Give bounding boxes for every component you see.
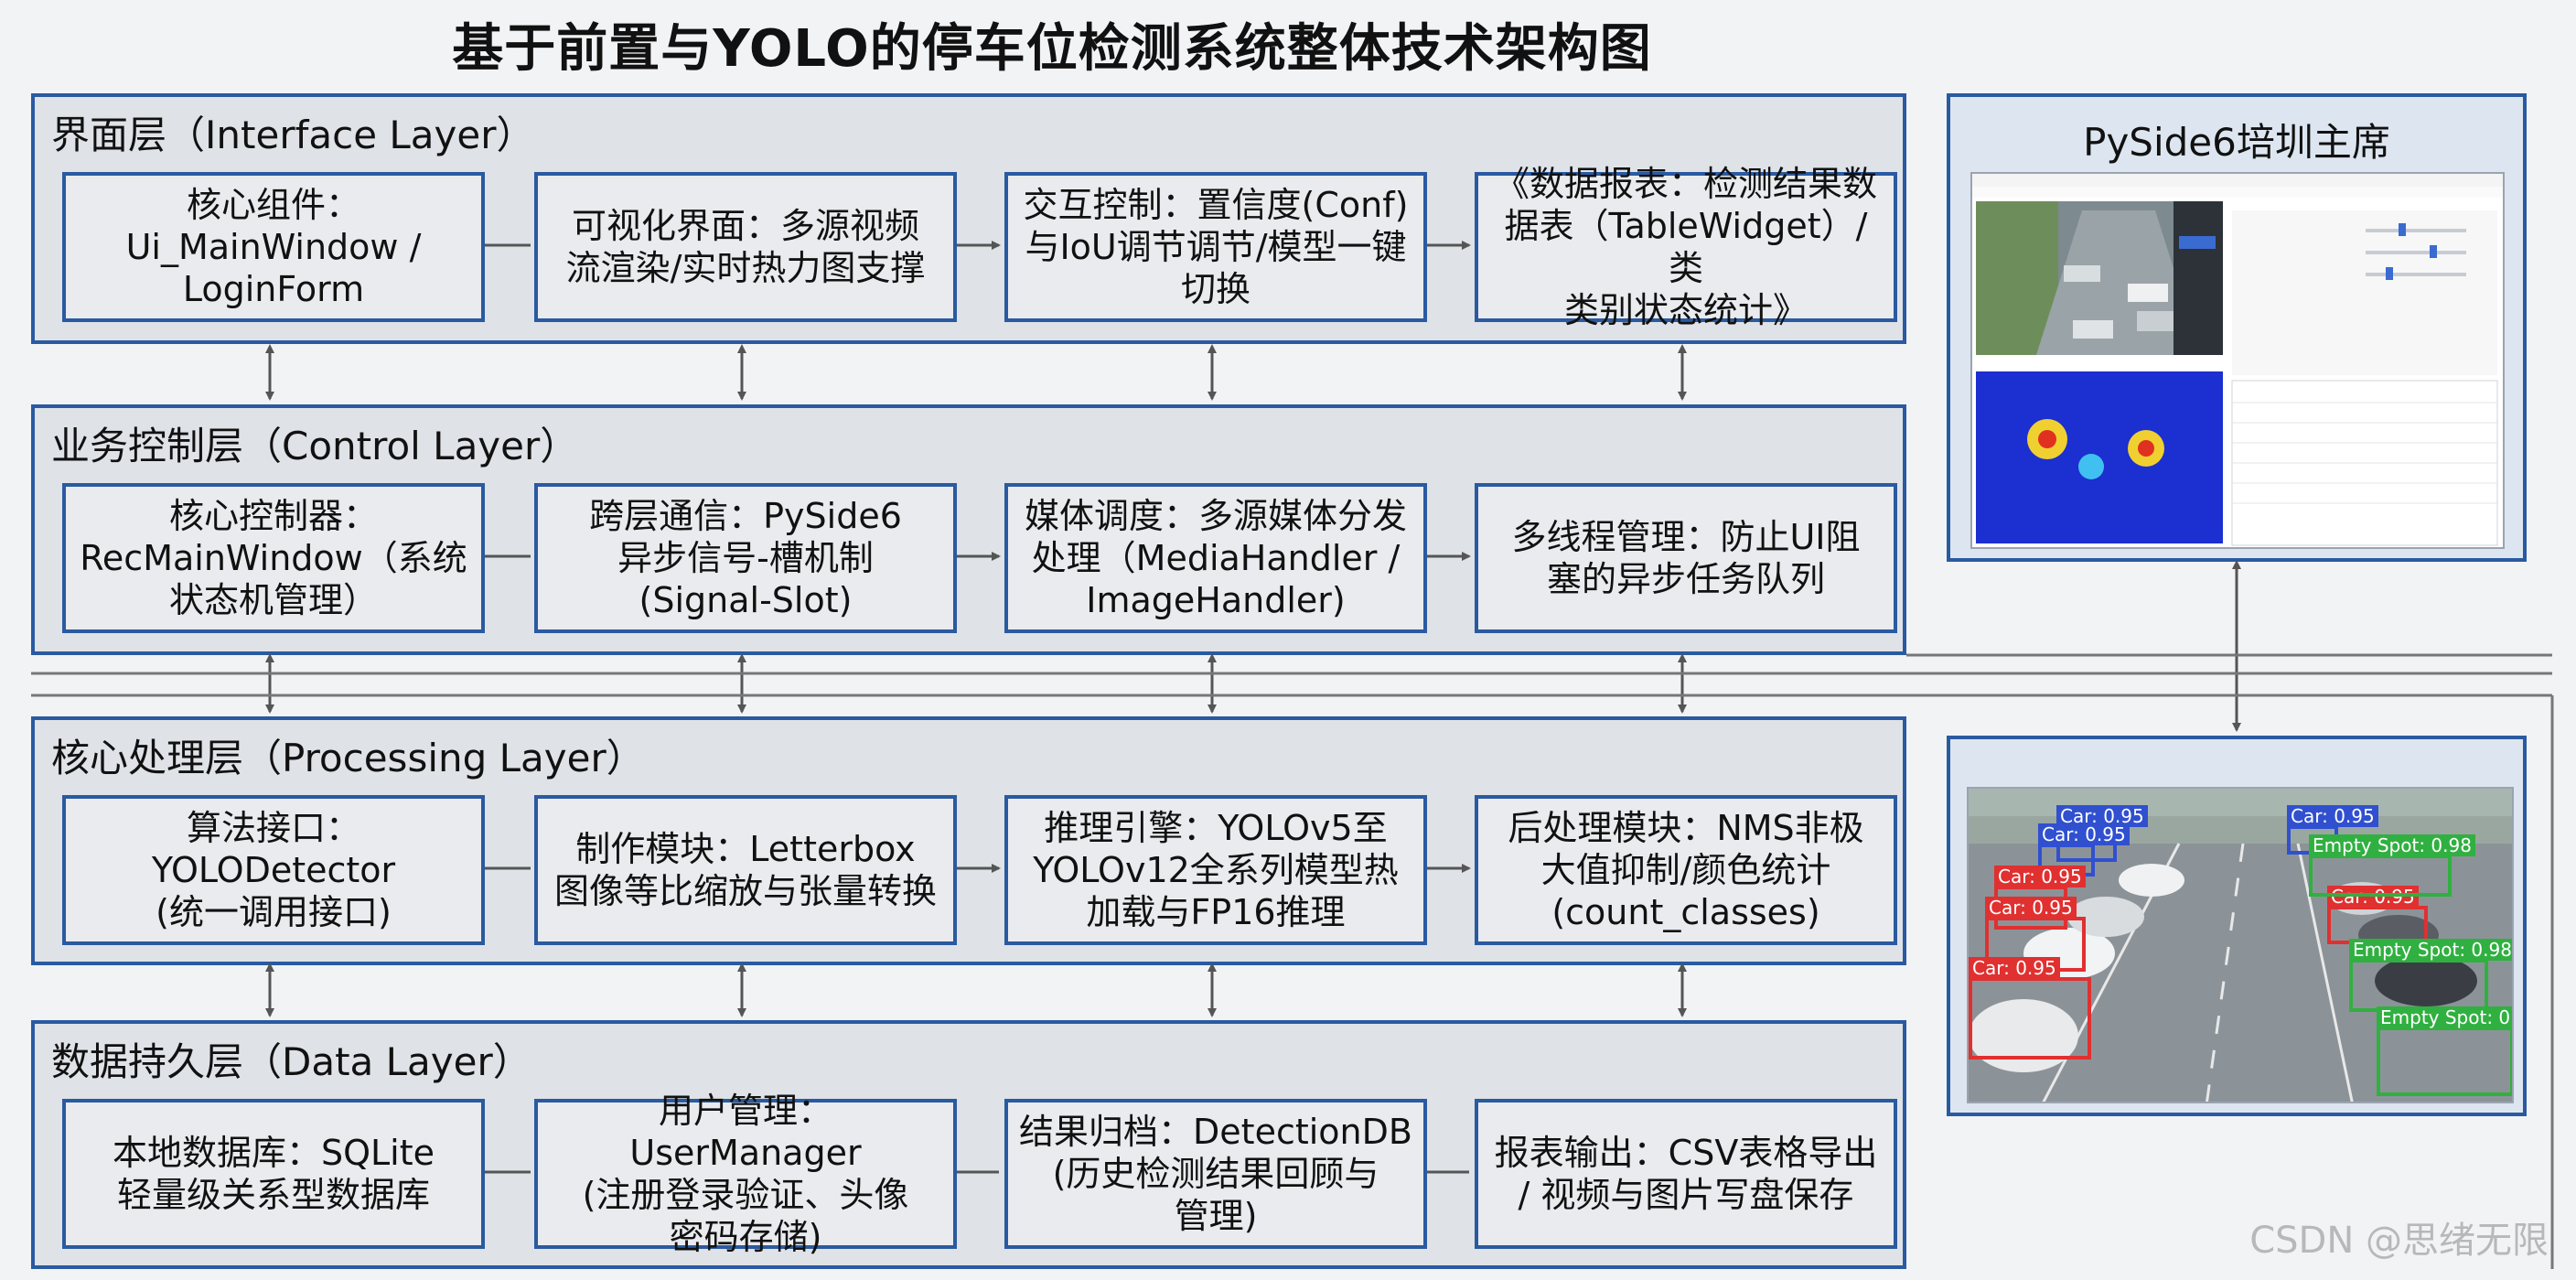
detection-box: Car: 0.95 <box>2327 886 2428 944</box>
app-screenshot-image <box>1972 174 2503 546</box>
arch-box: 媒体调度：多源媒体分发 处理（MediaHandler / ImageHandl… <box>1004 483 1427 633</box>
detection-image: Car: 0.95 Car: 0.95 Car: 0.95 Car: 0.95 … <box>1967 787 2514 1103</box>
interface-layer: 界面层（Interface Layer） 核心组件： Ui_MainWindow… <box>31 93 1906 344</box>
page-title: 基于前置与YOLO的停车位检测系统整体技术架构图 <box>452 19 1652 79</box>
layer-title: 核心处理层（Processing Layer） <box>51 736 645 780</box>
layer-title: 业务控制层（Control Layer） <box>51 424 579 468</box>
app-screenshot <box>1970 172 2505 549</box>
control-layer: 业务控制层（Control Layer） 核心控制器： RecMainWindo… <box>31 404 1906 655</box>
detection-box: Empty Spot: 0.98 <box>2349 939 2512 1012</box>
layer-title: 界面层（Interface Layer） <box>51 113 535 157</box>
arch-box: 后处理模块：NMS非极 大值抑制/颜色统计 (count_classes) <box>1475 795 1897 945</box>
arch-box: 本地数据库：SQLite 轻量级关系型数据库 <box>62 1099 485 1249</box>
processing-layer: 核心处理层（Processing Layer） 算法接口：YOLODetecto… <box>31 716 1906 965</box>
detection-box: Empty Spot: 0.98 <box>2377 1006 2512 1096</box>
detection-box: Empty Spot: 0.98 <box>2309 834 2475 897</box>
ui-preview-panel: PySide6培圳主席 <box>1947 93 2527 562</box>
arch-box: 报表输出：CSV表格导出 / 视频与图片写盘保存 <box>1475 1099 1897 1249</box>
arch-box: 用户管理：UserManager (注册登录验证、头像 密码存储) <box>534 1091 957 1257</box>
panel-title: PySide6培圳主席 <box>2083 120 2390 165</box>
arch-box: 算法接口：YOLODetector (统一调用接口) <box>62 795 485 945</box>
arch-box: 核心组件： Ui_MainWindow / LoginForm <box>62 172 485 322</box>
arch-box: 多线程管理：防止UI阻 塞的异步任务队列 <box>1475 483 1897 633</box>
watermark: CSDN @思绪无限 <box>2249 1220 2549 1262</box>
arch-box: 核心控制器： RecMainWindow（系统 状态机管理） <box>62 483 485 633</box>
arch-box: 推理引擎：YOLOv5至 YOLOv12全系列模型热 加载与FP16推理 <box>1004 795 1427 945</box>
detection-preview-panel: Car: 0.95 Car: 0.95 Car: 0.95 Car: 0.95 … <box>1947 736 2527 1116</box>
arch-box: 跨层通信：PySide6 异步信号-槽机制 (Signal-Slot) <box>534 483 957 633</box>
detection-box: Car: 0.95 <box>1969 957 2091 1059</box>
data-layer: 数据持久层（Data Layer） 本地数据库：SQLite 轻量级关系型数据库… <box>31 1020 1906 1269</box>
arch-box: 交互控制：置信度(Conf) 与IoU调节调节/模型一键 切换 <box>1004 172 1427 322</box>
arch-box: 制作模块：Letterbox 图像等比缩放与张量转换 <box>534 795 957 945</box>
layer-title: 数据持久层（Data Layer） <box>51 1039 531 1084</box>
arch-box: 可视化界面：多源视频 流渲染/实时热力图支撑 <box>534 172 957 322</box>
arch-box: 《数据报表：检测结果数 据表（TableWidget）/类 类别状态统计》 <box>1475 164 1897 330</box>
arch-box: 结果归档：DetectionDB (历史检测结果回顾与 管理) <box>1004 1099 1427 1249</box>
